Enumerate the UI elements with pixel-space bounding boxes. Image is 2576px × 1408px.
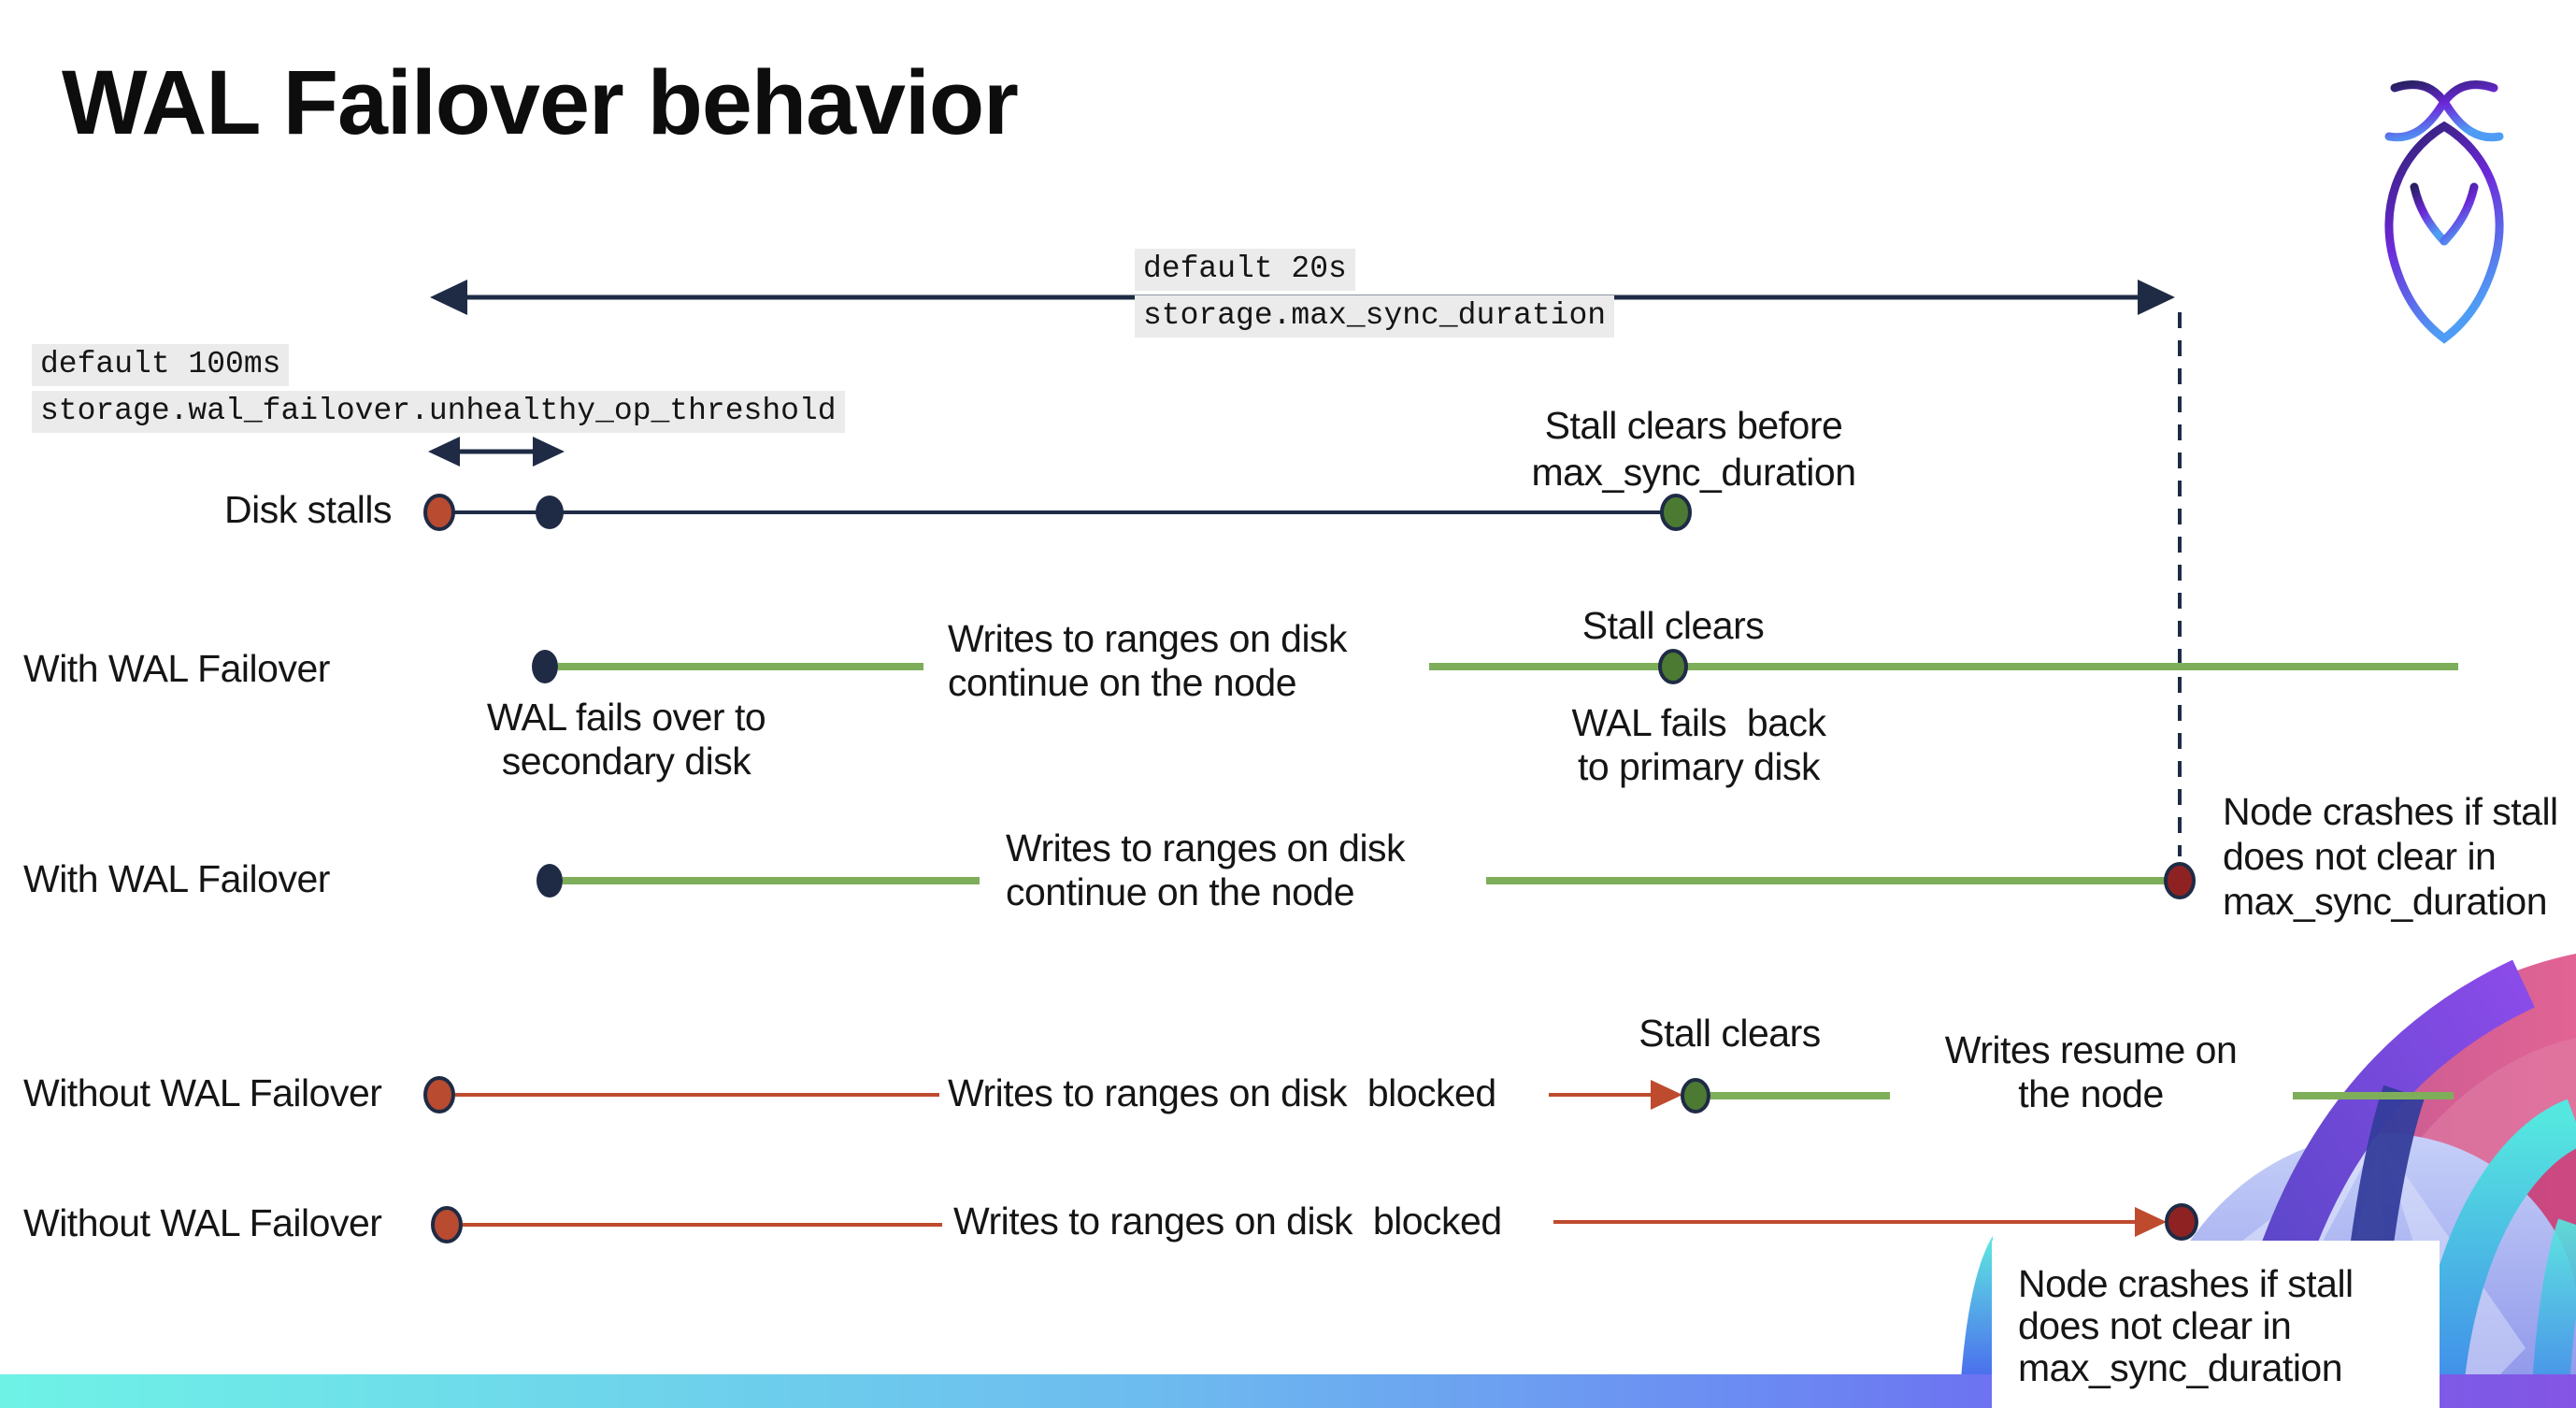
config-setting-name: storage.max_sync_duration <box>1135 295 1615 338</box>
unhealthy-op-threshold-arrow <box>428 437 565 467</box>
row4-without-failover-timeline <box>423 1076 2454 1113</box>
row1-label: Disk stalls <box>224 488 393 531</box>
row2-failover-note: WAL fails over to secondary disk <box>486 696 766 783</box>
row3-writes-note: Writes to ranges on disk continue on the… <box>1006 826 1406 913</box>
cockroach-logo-icon <box>2384 80 2504 344</box>
row5-crash-note: Node crashes if stall does not clear in … <box>2018 1262 2354 1389</box>
row2-label: With WAL Failover <box>23 647 330 690</box>
red-arrowhead <box>1651 1080 1682 1110</box>
red-arrowhead <box>2135 1207 2167 1237</box>
threshold-dot <box>536 496 564 529</box>
failback-dot <box>1658 649 1688 684</box>
config-setting-name: storage.wal_failover.unhealthy_op_thresh… <box>32 391 845 433</box>
row3-label: With WAL Failover <box>23 857 330 900</box>
stall-clear-dot <box>1660 494 1692 531</box>
row2-writes-note: Writes to ranges on disk continue on the… <box>948 617 1348 704</box>
row2-stall-clears-note: Stall clears <box>1581 604 1765 647</box>
stall-clear-dot <box>1681 1078 1710 1113</box>
stall-start-dot <box>431 1206 463 1243</box>
row5-without-failover-timeline <box>431 1203 2198 1243</box>
max-sync-duration-config-label: default 20s storage.max_sync_duration <box>1135 249 1615 342</box>
config-default-value: default 20s <box>1135 249 1355 291</box>
crash-dot <box>2165 1203 2198 1241</box>
row4-resume-note: Writes resume on the node <box>1944 1028 2238 1115</box>
row2-failback-note: WAL fails back to primary disk <box>1571 701 1827 788</box>
row2-with-failover-timeline <box>532 649 2458 684</box>
crash-dot <box>2164 862 2196 899</box>
row1-stall-clears-note: Stall clears before max_sync_duration <box>1531 404 1856 494</box>
stall-start-dot <box>423 1076 455 1113</box>
row4-stall-clears-note: Stall clears <box>1639 1012 1821 1055</box>
crash-note-box: Node crashes if stall does not clear in … <box>1992 1241 2440 1408</box>
row5-writes-note: Writes to ranges on disk blocked <box>953 1200 1502 1243</box>
row4-writes-note: Writes to ranges on disk blocked <box>948 1071 1496 1114</box>
config-default-value: default 100ms <box>32 344 290 386</box>
unhealthy-op-threshold-config-label: default 100ms storage.wal_failover.unhea… <box>32 344 845 438</box>
failover-dot <box>537 864 563 898</box>
page-title: WAL Failover behavior <box>62 51 1019 153</box>
row4-label: Without WAL Failover <box>23 1071 382 1114</box>
row1-disk-stalls-timeline <box>423 494 1692 531</box>
row3-crash-note: Node crashes if stall does not clear in … <box>2223 790 2558 923</box>
failover-dot <box>532 650 558 683</box>
row3-with-failover-timeline <box>537 862 2196 899</box>
row5-label: Without WAL Failover <box>23 1201 382 1244</box>
stall-start-dot <box>423 494 455 531</box>
